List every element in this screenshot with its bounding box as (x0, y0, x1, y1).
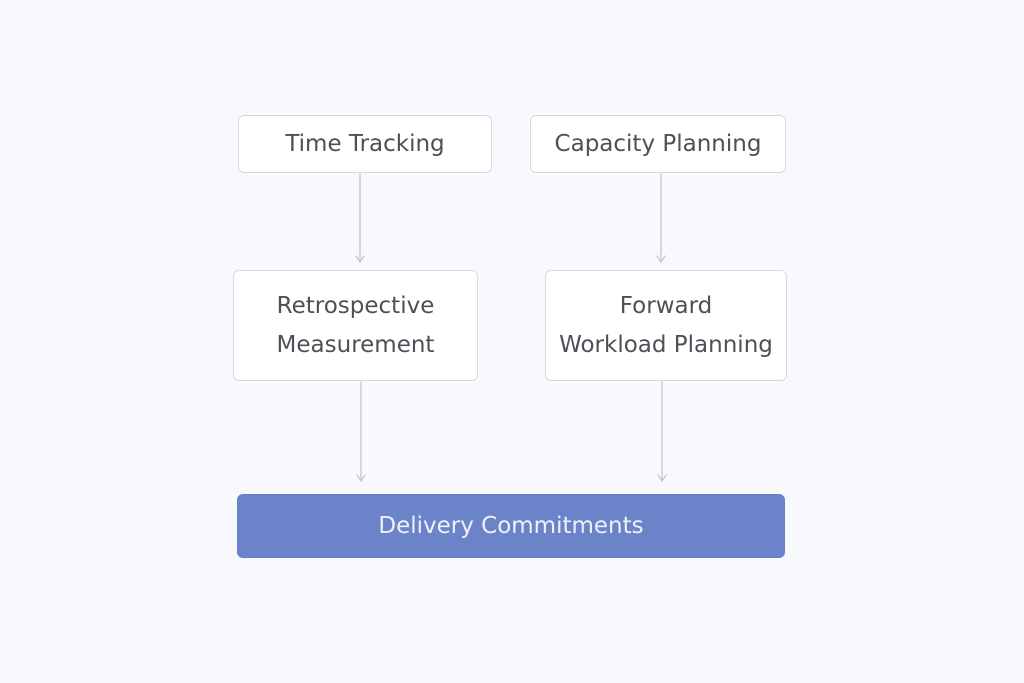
node-label: Delivery Commitments (378, 512, 644, 539)
node-retrospective-measurement: Retrospective Measurement (233, 270, 478, 381)
arrow-time-to-retrospective (355, 173, 365, 264)
node-label: Capacity Planning (554, 130, 762, 157)
arrow-capacity-to-forward (656, 173, 666, 264)
arrow-retrospective-to-delivery (356, 381, 366, 483)
node-label-line1: Retrospective (276, 292, 435, 319)
node-label-line1: Forward (619, 292, 713, 319)
node-label-line2: Workload Planning (559, 331, 773, 358)
node-label: Time Tracking (285, 130, 445, 157)
node-time-tracking: Time Tracking (238, 115, 492, 173)
arrow-forward-to-delivery (657, 381, 667, 483)
node-capacity-planning: Capacity Planning (530, 115, 786, 173)
node-label-line2: Measurement (276, 331, 435, 358)
node-delivery-commitments: Delivery Commitments (237, 494, 785, 558)
node-forward-workload-planning: Forward Workload Planning (545, 270, 787, 381)
